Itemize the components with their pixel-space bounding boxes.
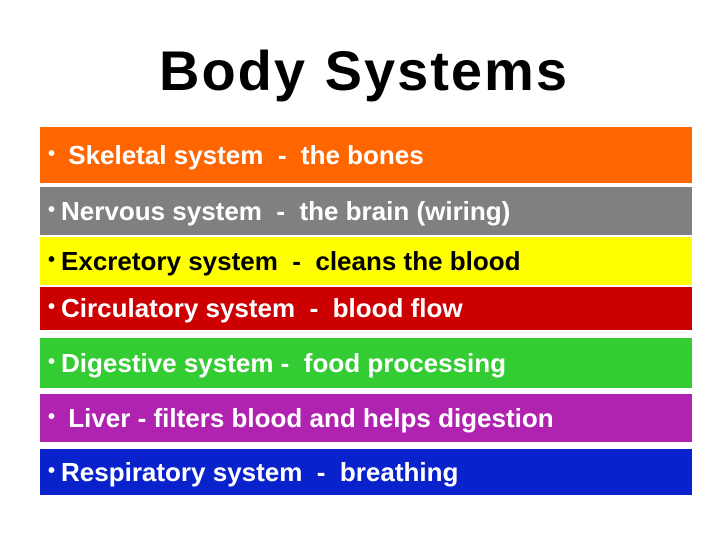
list-item-circulatory: • Circulatory system - blood flow (40, 287, 692, 330)
page-title: Body Systems (159, 39, 569, 102)
list-item-skeletal: • Skeletal system - the bones (40, 127, 692, 183)
list-item-text: Excretory system - cleans the blood (61, 245, 521, 276)
bullet-icon: • (48, 142, 56, 165)
list-item-excretory: • Excretory system - cleans the blood (40, 237, 692, 285)
list-item-text: Digestive system - food processing (61, 347, 507, 378)
list-item-text: Circulatory system - blood flow (61, 293, 463, 323)
bullet-icon: • (48, 198, 56, 221)
bullet-icon: • (48, 296, 56, 318)
list-item-liver: • Liver - filters blood and helps digest… (40, 394, 692, 442)
list-item-text: Respiratory system - breathing (61, 456, 459, 487)
bullet-icon: • (48, 459, 56, 482)
bullet-icon: • (48, 350, 56, 373)
bullet-icon: • (48, 248, 56, 271)
list-item-text: Liver - filters blood and helps digestio… (61, 402, 554, 433)
list-item-text: Skeletal system - the bones (61, 139, 424, 170)
list-item-text: Nervous system - the brain (wiring) (61, 195, 511, 226)
list-item-digestive: • Digestive system - food processing (40, 338, 692, 388)
list-item-respiratory: • Respiratory system - breathing (40, 449, 692, 495)
list-item-nervous: • Nervous system - the brain (wiring) (40, 187, 692, 235)
bullet-icon: • (48, 405, 56, 428)
